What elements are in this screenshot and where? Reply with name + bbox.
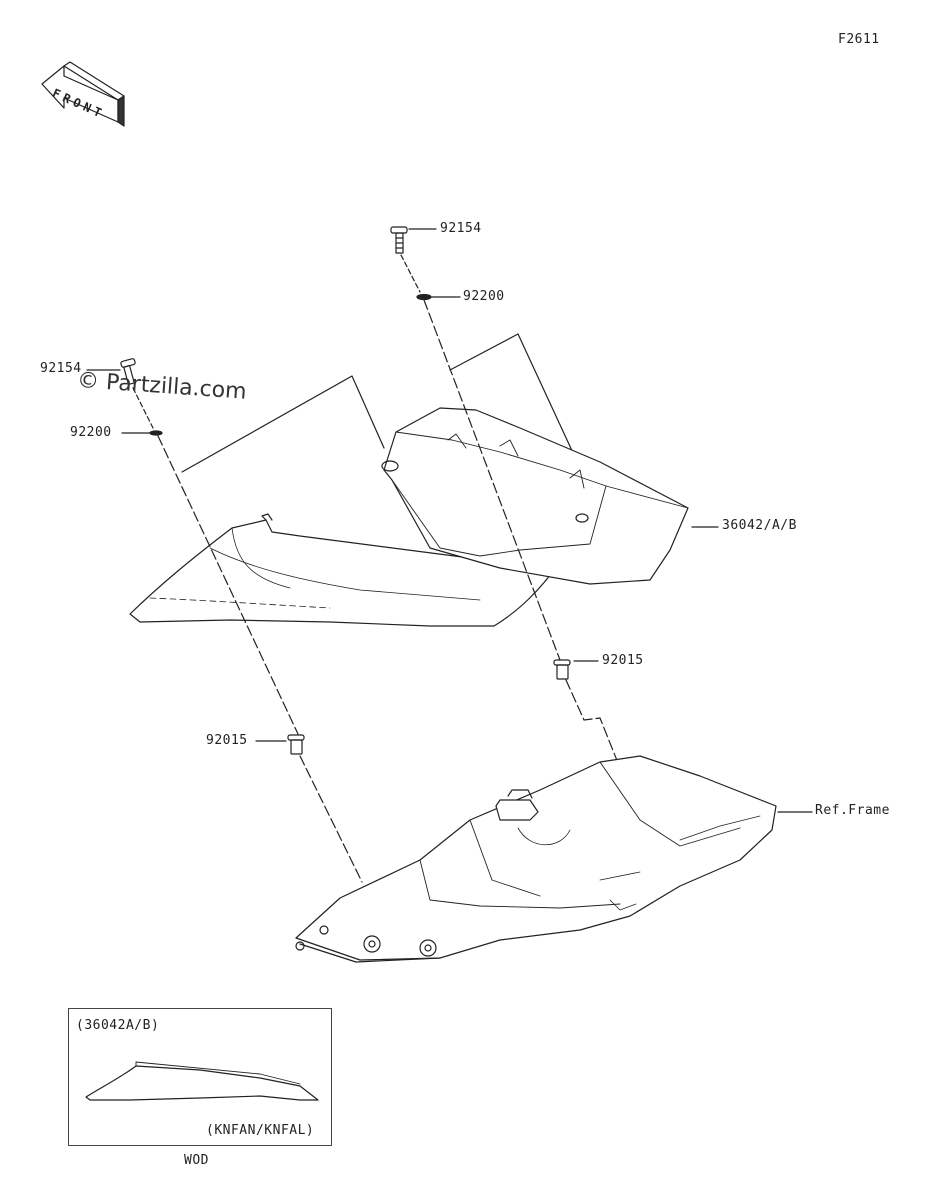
callout-washer-top: 92200 xyxy=(463,289,505,304)
inset-box xyxy=(68,1008,332,1146)
front-arrow-icon xyxy=(41,61,125,127)
callout-grommet-left: 92015 xyxy=(206,733,248,748)
grommet-icon-left xyxy=(287,734,305,755)
washer-icon-top xyxy=(416,293,432,301)
callout-washer-left: 92200 xyxy=(70,425,112,440)
inset-variant: (KNFAN/KNFAL) xyxy=(206,1123,315,1138)
callout-grommet-right: 92015 xyxy=(602,653,644,668)
inset-caption: WOD xyxy=(184,1153,209,1168)
callout-bolt-top: 92154 xyxy=(440,221,482,236)
bolt-icon-top xyxy=(390,226,408,254)
bolt-icon-left xyxy=(120,358,136,386)
diagram-code: F2611 xyxy=(838,32,880,47)
rear-frame xyxy=(295,755,777,963)
right-seat-cover xyxy=(381,407,689,585)
callout-frame: Ref.Frame xyxy=(815,803,890,818)
grommet-icon-right xyxy=(553,659,571,680)
callout-cover: 36042/A/B xyxy=(722,518,797,533)
inset-cover-variant xyxy=(85,1061,319,1101)
callout-bolt-left: 92154 xyxy=(40,361,82,376)
washer-icon-left xyxy=(149,430,163,436)
inset-title: (36042A/B) xyxy=(76,1018,160,1033)
